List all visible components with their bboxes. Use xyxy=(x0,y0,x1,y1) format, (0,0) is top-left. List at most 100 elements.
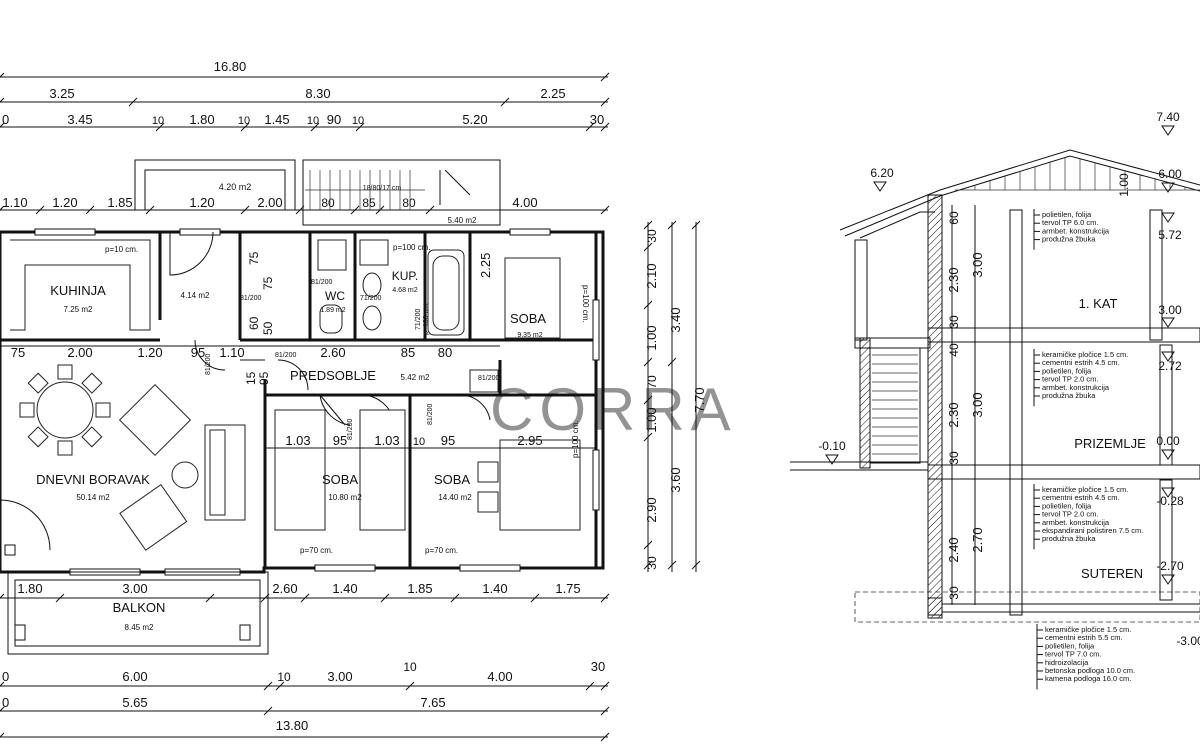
room-name-kup: KUP. xyxy=(392,269,418,283)
room-area-pantry: 4.14 m2 xyxy=(181,291,210,300)
layer-text-layers_slab-5: betonska podloga 10.0 cm. xyxy=(1045,666,1135,675)
layer-text-layers_slab-1: cementni estrih 5.5 cm. xyxy=(1045,633,1123,642)
minor-dim-4: 2.25 xyxy=(478,253,493,278)
door-label-4: 81/200 xyxy=(347,418,354,440)
dim-bot-r1-5: 1.40 xyxy=(482,581,507,596)
dim-top-r3-2: 10 xyxy=(152,115,164,127)
layer-text-layers_ground-2: polietilen, folija xyxy=(1042,366,1092,375)
level-name-suteren: SUTEREN xyxy=(1081,566,1143,581)
layer-text-layers_basement-6: produžna žbuka xyxy=(1042,534,1096,543)
minor-dim-11: 15 xyxy=(244,371,258,385)
dim-top-total: 16.80 xyxy=(214,59,247,74)
door-label-0: 81/200 xyxy=(240,295,262,302)
dim-bot-r2-2: 10 xyxy=(277,670,291,684)
section-structure xyxy=(790,194,1200,623)
dim-top-r3-6: 10 xyxy=(307,115,319,127)
dim-top-r3-8: 10 xyxy=(352,115,364,127)
layer-text-layers_attic-0: polietilen, folija xyxy=(1042,210,1092,219)
dim-inner-5: 2.60 xyxy=(320,345,345,360)
level-name-prizemlje: PRIZEMLJE xyxy=(1074,436,1146,451)
sec-vdim-l-0: 60 xyxy=(947,211,961,225)
dim-top-r3-0: 0 xyxy=(2,112,9,127)
floor-plan: 16.80 3.25 8.30 2.25 0 3.45 10 1.80 10 1… xyxy=(0,59,737,742)
door-label-3: 81/200 xyxy=(311,279,333,286)
dim-right-c1-5: 2.90 xyxy=(644,497,659,522)
building-section: 60 2.30 30 40 2.30 30 2.40 30 1.00 3.00 … xyxy=(790,110,1200,690)
elev-mark-4: 2.72 xyxy=(1158,359,1182,373)
dim-top-r4-4: 2.00 xyxy=(257,195,282,210)
label-p-bath: p=100 cm. xyxy=(393,243,431,252)
elev-mark-5: -0.28 xyxy=(1156,494,1184,508)
dim-top-r3-5: 1.45 xyxy=(264,112,289,127)
dim-top-r4-3: 1.20 xyxy=(189,195,214,210)
stair-label: 18/80/17 cm xyxy=(363,185,402,192)
layer-text-layers_ground-5: produžna žbuka xyxy=(1042,391,1096,400)
door-label-8: 71/200 xyxy=(360,295,382,302)
dim-inner-4: 1.10 xyxy=(219,345,244,360)
layer-text-layers_basement-1: cementni estrih 4.5 cm. xyxy=(1042,493,1120,502)
dim-top-r4-2: 1.85 xyxy=(107,195,132,210)
dim-bot-r1-3: 1.40 xyxy=(332,581,357,596)
dim-top-r4-1: 1.20 xyxy=(52,195,77,210)
dim-bot-r2-6: 30 xyxy=(591,659,605,674)
stair-area: 5.40 m2 xyxy=(448,216,477,225)
dim-inner-0: 75 xyxy=(11,345,25,360)
minor-dim-0: 75 xyxy=(247,251,261,265)
room-area-soba-3: 14.40 m2 xyxy=(438,493,472,502)
layer-text-layers_ground-4: armbet. konstrukcija xyxy=(1042,383,1110,392)
sec-vdim-l-6: 2.40 xyxy=(946,537,961,562)
elev-mark-1: 6.20 xyxy=(870,166,894,180)
door-label-7: 71/200 xyxy=(415,308,422,330)
dim-bot-r2-3: 3.00 xyxy=(327,669,352,684)
layer-text-layers_basement-4: armbet. konstrukcija xyxy=(1042,518,1110,527)
label-p-kitchen: p=10 cm. xyxy=(105,245,138,254)
dim-top-r2-2: 2.25 xyxy=(540,86,565,101)
layer-text-layers_slab-0: keramičke pločice 1.5 cm. xyxy=(1045,625,1131,634)
elev-mark-3: 5.72 xyxy=(1158,228,1182,242)
bathroom-fixtures xyxy=(317,239,465,336)
level-mark-1kat: 3.00 xyxy=(1158,303,1182,317)
layer-text-layers_slab-2: polietilen, folija xyxy=(1045,641,1095,650)
dim-bot-total: 13.80 xyxy=(276,718,309,733)
dim-bot-r2-4: 10 xyxy=(403,660,417,674)
room-name-soba-3: SOBA xyxy=(434,472,470,487)
dim-right-c2-0: 3.40 xyxy=(668,307,683,332)
dim-bot-r2-5: 4.00 xyxy=(487,669,512,684)
bedroom-furniture xyxy=(274,257,581,531)
label-p-soba-1: p=100 cm. xyxy=(581,285,590,323)
minor-dim-12: 95 xyxy=(257,371,271,385)
room-name-soba-1: SOBA xyxy=(510,311,546,326)
dim-top-r3-1: 3.45 xyxy=(67,112,92,127)
dim-top-r4-7: 80 xyxy=(402,196,416,210)
minor-dim-10: 2.95 xyxy=(517,433,542,448)
door-label-5: 81/200 xyxy=(427,403,434,425)
elev-mark-2: 6.00 xyxy=(1158,167,1182,181)
watermark: CORRA xyxy=(490,376,737,443)
doors xyxy=(0,231,491,556)
dim-right-total: 7.70 xyxy=(692,387,707,412)
minor-dim-8: 10 xyxy=(413,436,425,448)
room-name-predsoblje: PREDSOBLJE xyxy=(290,368,376,383)
door-label-6: 81/200 xyxy=(478,375,500,382)
room-area-kup: 4.68 m2 xyxy=(392,287,417,294)
layer-text-layers_ground-3: tervol TP 2.0 cm. xyxy=(1042,375,1098,384)
dim-top-r3-3: 1.80 xyxy=(189,112,214,127)
sec-vdim-r-2: 3.00 xyxy=(970,392,985,417)
dim-top-r4-5: 80 xyxy=(321,196,335,210)
sec-vdim-l-4: 2.30 xyxy=(946,402,961,427)
sec-vdim-r-0: 1.00 xyxy=(1117,173,1131,197)
minor-dim-9: 95 xyxy=(441,433,455,448)
dim-bot-r1-4: 1.85 xyxy=(407,581,432,596)
sec-vdim-l-2: 30 xyxy=(947,315,961,329)
minor-dim-2: 60 xyxy=(247,316,261,330)
room-name-dnevni-boravak: DNEVNI BORAVAK xyxy=(36,472,150,487)
level-mark-prizemlje: 0.00 xyxy=(1156,434,1180,448)
room-area-kuhinja: 7.25 m2 xyxy=(64,305,93,314)
top-terrace-area: 4.20 m2 xyxy=(219,182,252,192)
elev-mark-7: -3.00 xyxy=(1176,634,1200,648)
room-area-soba-1: 9.35 m2 xyxy=(517,332,542,339)
dim-bot-r3-0: 0 xyxy=(2,695,9,710)
minor-dim-6: 95 xyxy=(333,433,347,448)
dim-right-c2-1: 3.60 xyxy=(668,467,683,492)
